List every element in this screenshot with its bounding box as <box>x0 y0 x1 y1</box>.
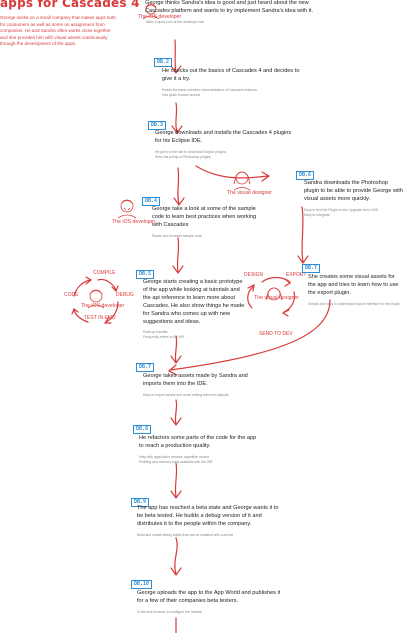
step-10-note: Build and create debug builds that can b… <box>137 532 234 537</box>
step-5: George starts creating a basic prototype… <box>143 279 248 340</box>
step-5-text: George starts creating a basic prototype… <box>143 279 245 325</box>
step-11: George uploads the app to the App World … <box>137 590 287 615</box>
intro-text: George works on a small company that mak… <box>0 15 116 47</box>
step-9-note-2: Profiling and memory tools available wit… <box>139 459 213 464</box>
cycle-send-label: SEND TO DEV <box>259 331 293 337</box>
step-9-badge: DB.8 <box>133 425 152 434</box>
cycle-code-label: CODE <box>64 292 79 298</box>
step-2-note-2: Has quick browse around <box>162 92 201 97</box>
step-2-badge: DB.2 <box>154 58 173 67</box>
step-11-text: George uploads the app to the App World … <box>137 590 281 604</box>
step-8-badge: DB.7 <box>136 363 155 372</box>
step-7-text: She creates some visual assets for the a… <box>308 274 399 296</box>
arrow-2-3 <box>175 102 178 133</box>
arrow-8-9 <box>174 399 178 425</box>
cycle-test-label: TEST IN EMU <box>84 315 116 321</box>
dev-cycle-arrow-top <box>97 278 117 291</box>
step-6: Sandra downloads the Photoshop plugin to… <box>304 180 404 217</box>
step-10-text: The app has reached a beta state and Geo… <box>137 505 279 527</box>
step-3-note-1: He goes to the site to download Eclipse … <box>155 149 227 154</box>
step-1-note: Takes a quick look at the developer site <box>145 19 205 24</box>
step-8-text: George takes assets made by Sandra and i… <box>143 373 248 387</box>
designer-label-cycle: The visual designer <box>254 295 299 301</box>
arrow-10-11 <box>174 537 178 575</box>
step-8-note: Easy to import assets and avoid setting … <box>143 392 229 397</box>
step-5-note-1: Pulls up tutorials <box>143 330 168 335</box>
step-3-note-2: Sees the plenty of Photoshop plugins <box>155 154 211 159</box>
step-6-note-1: Easy to find the Plugin on the Upgrade f… <box>304 207 379 212</box>
step-3-text: George downloads and installs the Cascad… <box>155 130 292 144</box>
developer-label-cycle: The iOS developer <box>81 303 125 309</box>
cycle-export-label: EXPORT <box>286 272 307 278</box>
developer-label-mid: The iOS developer <box>112 219 156 225</box>
step-4-note: Reads and browses sample code <box>152 233 203 238</box>
step-1-text: George thinks Sandra's idea is good and … <box>145 0 314 14</box>
cycle-compile-label: COMPILE <box>93 270 116 276</box>
step-4-text: George take a look at some of the sample… <box>152 206 257 228</box>
step-6-note-2: Easy to Integrate <box>304 212 330 217</box>
step-11-badge: DB.10 <box>131 580 153 589</box>
step-1: George thinks Sandra's idea is good and … <box>145 0 315 25</box>
step-9-text: He refactors some parts of the code for … <box>139 435 257 449</box>
cycle-debug-label: DEBUG <box>116 292 134 298</box>
step-10: The app has reached a beta state and Geo… <box>137 505 282 538</box>
step-6-text: Sandra downloads the Photoshop plugin to… <box>304 180 403 202</box>
step-11-note: In the web browser to configure the rele… <box>137 609 203 614</box>
step-3: George downloads and installs the Cascad… <box>155 130 295 159</box>
step-7-note: Simple and easy to understand export int… <box>308 301 400 306</box>
developer-avatar-mid <box>117 199 137 219</box>
step-8: George takes assets made by Sandra and i… <box>143 373 248 398</box>
designer-label-top: The visual designer <box>227 190 272 196</box>
designer-avatar-top <box>233 171 251 191</box>
step-2-note-1: Reads the basic overview documentation o… <box>162 87 257 92</box>
arrow-3-4 <box>177 167 180 205</box>
cycle-design-label: DESIGN <box>244 272 264 278</box>
step-2: He checks out the basics of Cascades 4 a… <box>162 68 302 97</box>
step-7: She creates some visual assets for the a… <box>308 274 403 307</box>
step-3-badge: DB.3 <box>148 121 167 130</box>
step-5-note-2: Frequently refers to the API <box>143 335 185 340</box>
step-5-badge: DB.5 <box>136 270 155 279</box>
arrow-9-10 <box>174 462 178 498</box>
step-6-badge: DB.6 <box>296 171 315 180</box>
arrow-3-6 <box>195 165 269 179</box>
developer-label-top: The iOS developer <box>138 14 182 20</box>
step-10-badge: DB.9 <box>131 498 150 507</box>
arrow-6-7 <box>301 206 304 263</box>
arrow-4-5 <box>176 237 180 273</box>
step-7-badge: DB.7 <box>302 264 321 273</box>
step-9-note-1: Help with application refactor, algorith… <box>139 454 209 459</box>
step-4: George take a look at some of the sample… <box>152 206 267 239</box>
step-2-text: He checks out the basics of Cascades 4 a… <box>162 68 300 82</box>
step-4-badge: DB.4 <box>142 197 161 206</box>
design-cycle-arrow-top <box>261 276 291 283</box>
page-title: apps for Cascades 4 <box>0 0 140 10</box>
step-9: He refactors some parts of the code for … <box>139 435 259 464</box>
